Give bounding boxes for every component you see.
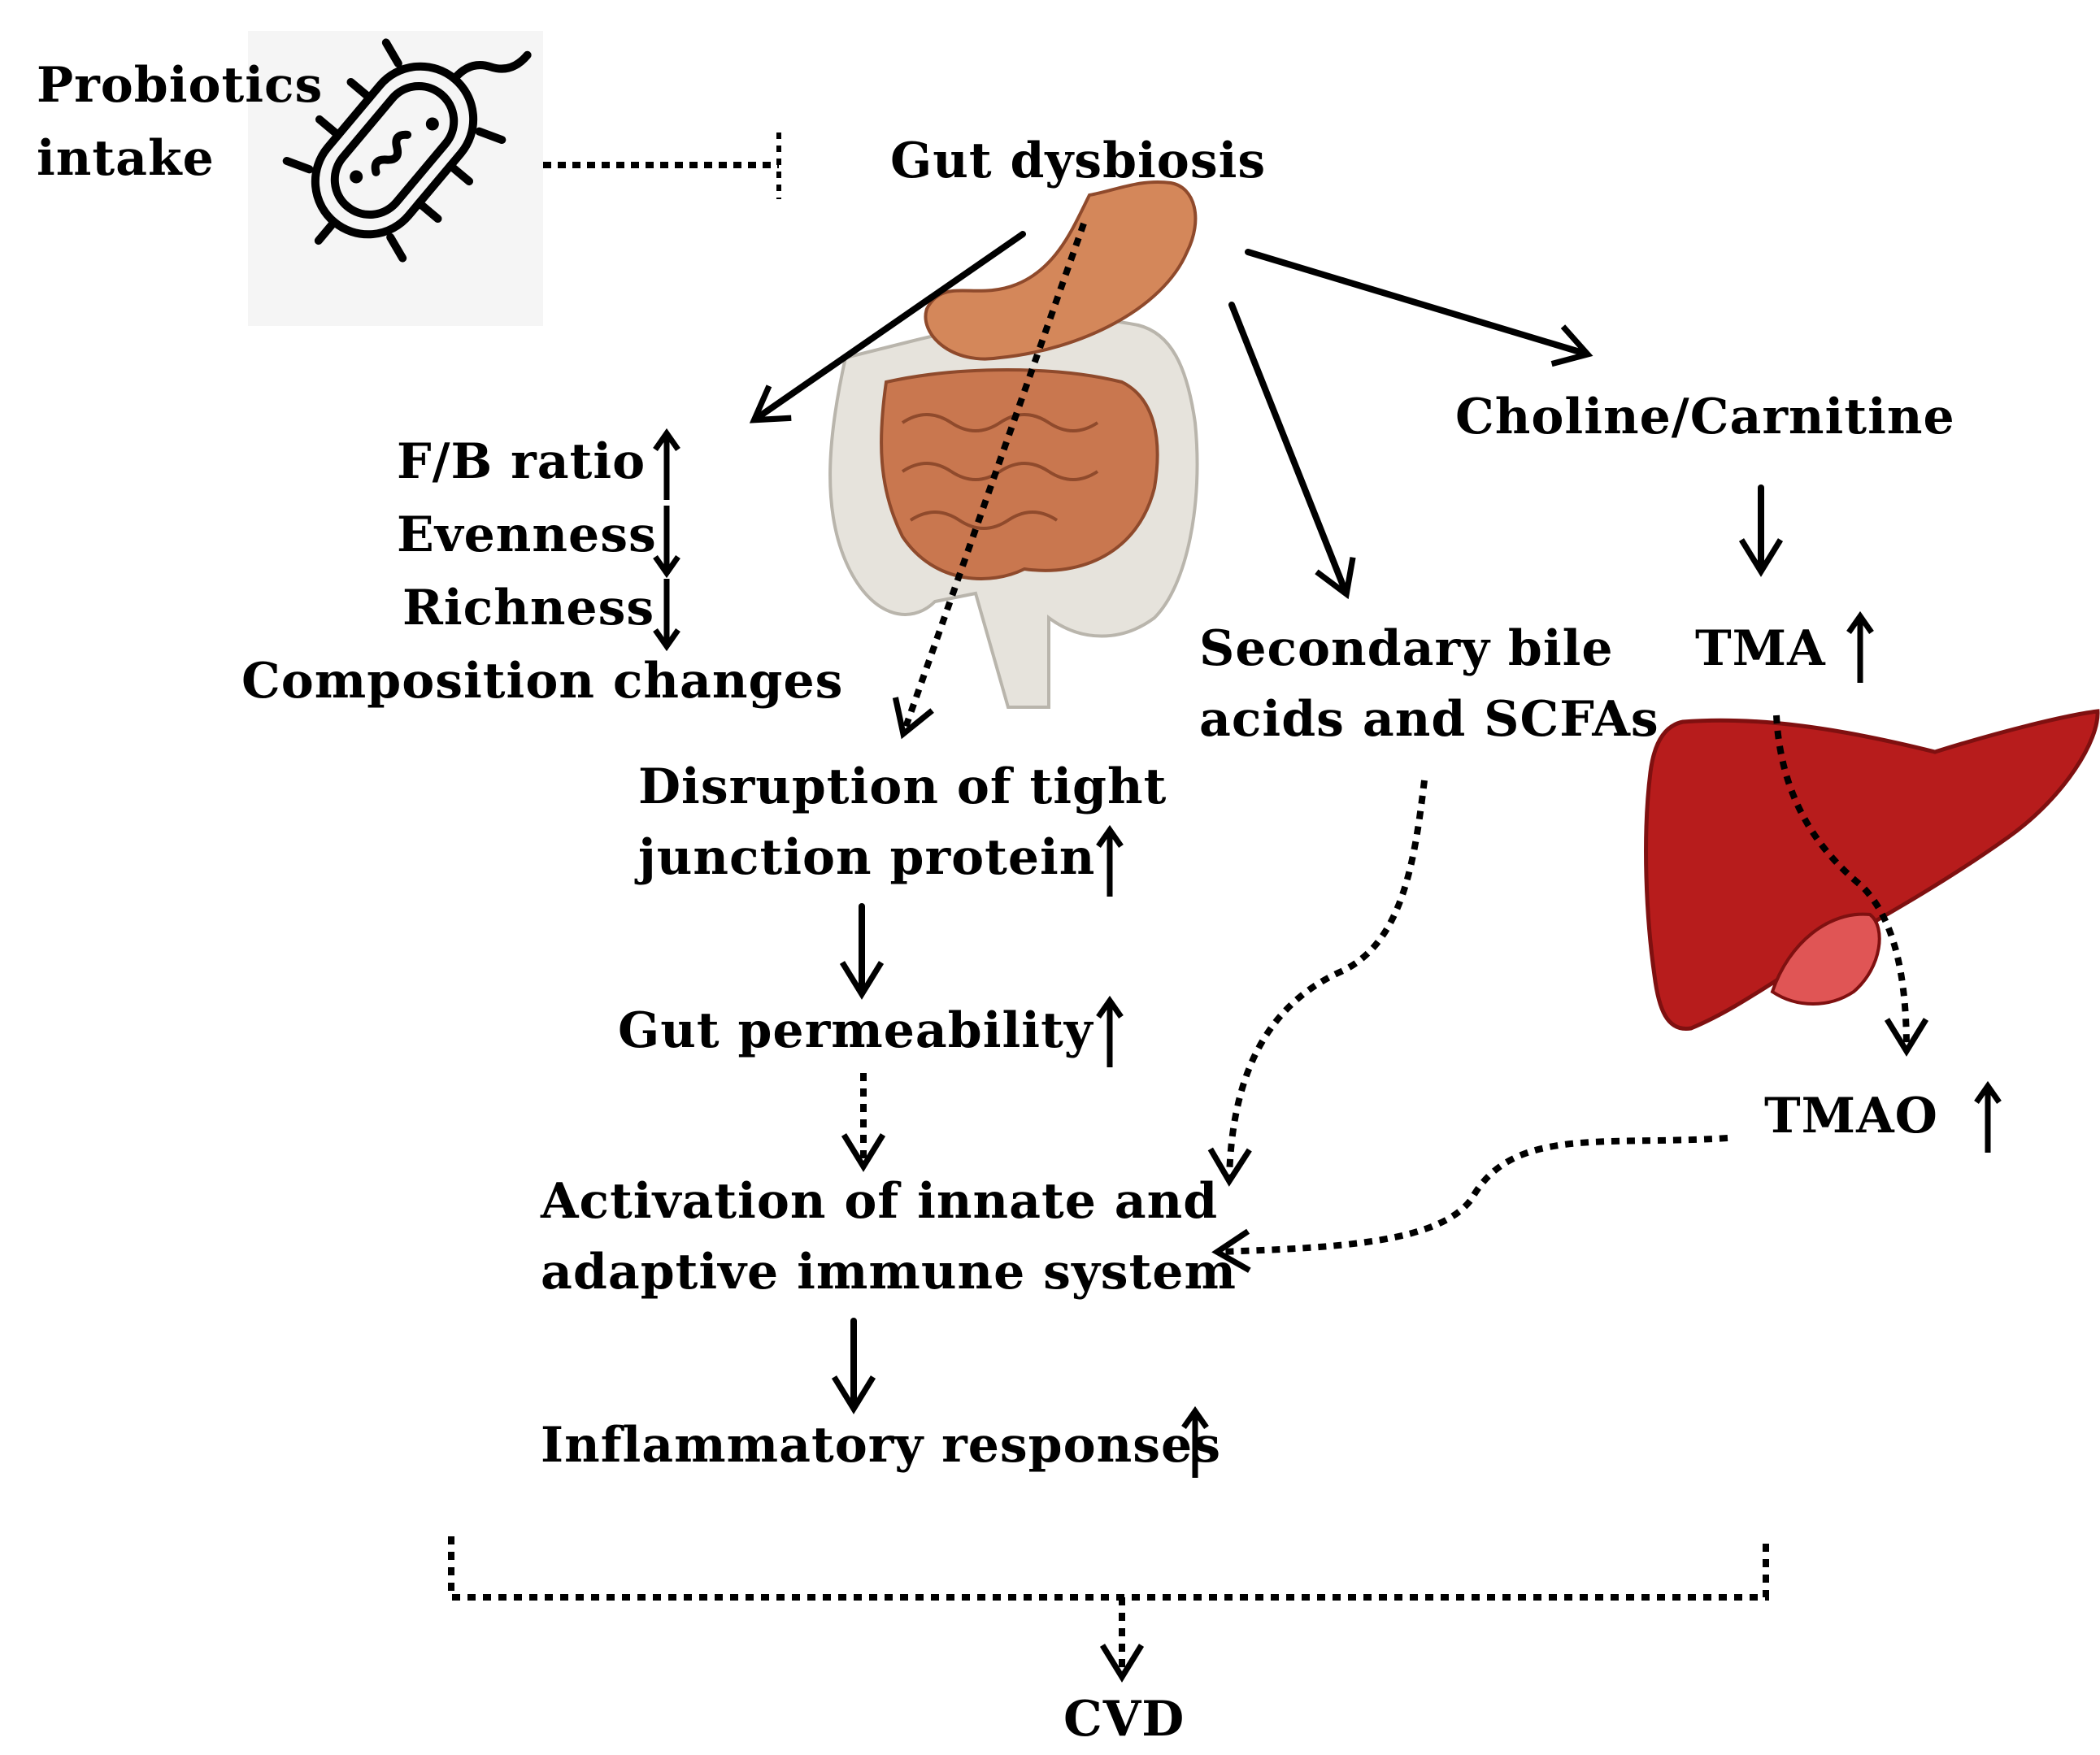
arrow-tma-to-tmao <box>1773 715 1929 1057</box>
liver-illustration <box>1644 709 2100 1032</box>
composition-label: Composition changes <box>241 653 844 710</box>
evenness-label: Evenness <box>397 506 657 563</box>
activation-label: Activation of innate and adaptive immune… <box>541 1173 1237 1301</box>
digestive-system-illustration <box>828 180 1199 709</box>
tmao-up-arrow-icon <box>1974 1081 2002 1153</box>
fb-ratio-up-arrow-icon <box>653 428 680 500</box>
solid-arrows <box>749 231 1784 1414</box>
probiotics-label: Probiotics intake <box>37 57 324 187</box>
dotted-arrows <box>448 222 1929 1683</box>
arrow-secondary-to-activation <box>1207 780 1428 1187</box>
arrow-to-disruption <box>892 222 1087 740</box>
tma-label: TMA <box>1695 620 1826 677</box>
arrow-tmao-to-activation <box>1211 1135 1728 1273</box>
probiotics-inhibition-line <box>543 132 781 199</box>
bacterium-icon <box>248 31 543 326</box>
arrow-to-fb-changes <box>749 231 1026 424</box>
permeability-up-arrow-icon <box>1096 996 1124 1067</box>
choline-label: Choline/Carnitine <box>1455 389 1955 445</box>
tmao-label: TMAO <box>1764 1088 1938 1145</box>
bracket-to-cvd <box>448 1536 1769 1601</box>
gut-dysbiosis-label: Gut dysbiosis <box>890 132 1267 189</box>
arrow-to-secondary-bile <box>1228 302 1356 600</box>
secondary-bile-label: Secondary bile acids and SCFAs <box>1199 620 1659 748</box>
tma-up-arrow-icon <box>1846 611 1874 683</box>
arrow-to-choline <box>1245 249 1593 367</box>
evenness-down-arrow-icon <box>653 506 680 579</box>
permeability-label: Gut permeability <box>618 1002 1093 1059</box>
inflammatory-up-arrow-icon <box>1181 1406 1209 1478</box>
richness-label: Richness <box>402 580 655 636</box>
disruption-up-arrow-icon <box>1096 825 1124 897</box>
inflammatory-label: Inflammatory responses <box>541 1417 1222 1474</box>
fb-ratio-label: F/B ratio <box>397 433 646 490</box>
richness-down-arrow-icon <box>653 579 680 652</box>
cvd-label: CVD <box>1063 1691 1185 1748</box>
disruption-label: Disruption of tight junction protein <box>638 758 1167 886</box>
